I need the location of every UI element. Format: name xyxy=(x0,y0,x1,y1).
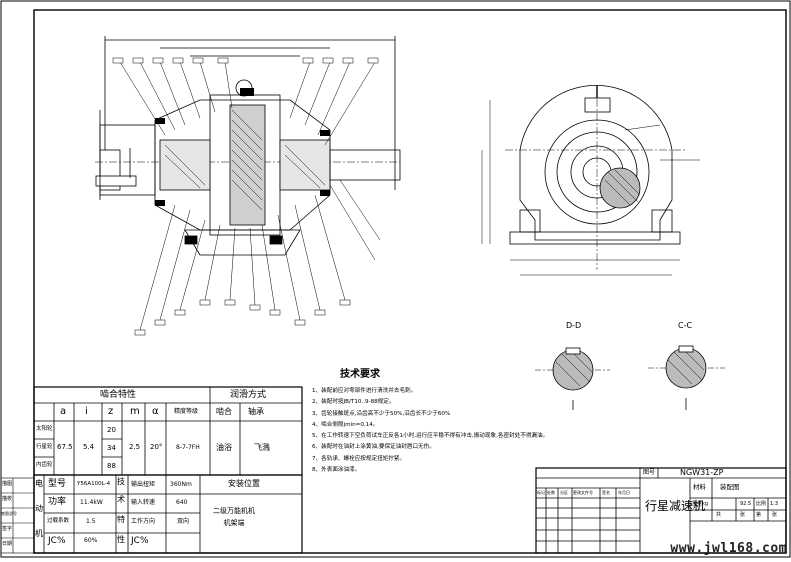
tech-req-item: 3、齿轮接触斑点,沿齿高不少于50%,沿齿长不少于60% xyxy=(312,410,451,417)
spec-jc: 60% xyxy=(84,537,98,544)
mesh-value-z-planet: 34 xyxy=(107,444,116,452)
spec-jc2-label: JC% xyxy=(131,536,149,546)
sheet-num-label: 第 xyxy=(756,512,762,518)
rev-col-doc: 更改文件号 xyxy=(573,490,593,495)
drawing-name: 行星减速机 xyxy=(645,499,706,513)
row-label-sun: 太阳轮 xyxy=(36,426,53,432)
mesh-header-z: z xyxy=(108,406,114,417)
tech-req-item: 6、装配时在油封上涂黄油,要保证油封唇口无伤。 xyxy=(312,444,435,451)
mesh-value-a: 67.5 xyxy=(57,443,73,451)
spec-power-label: 功率 xyxy=(48,497,67,507)
mesh-value-alpha: 20° xyxy=(150,443,163,451)
section-d-label: D-D xyxy=(566,321,582,330)
spec-over-label: 过载系数 xyxy=(47,518,70,524)
mesh-header-precision: 精度等级 xyxy=(174,408,199,415)
scale-ratio: 1:3 xyxy=(770,501,779,507)
scale-weight-label: 重量kg xyxy=(692,501,709,507)
rev-col-date: 年月日 xyxy=(618,490,630,495)
mesh-value-z-ring: 88 xyxy=(107,462,116,470)
tech-req-item: 8、外表面涂油漆。 xyxy=(312,467,361,474)
spec-tech-col-3: 性 xyxy=(117,535,125,544)
mesh-table-title: 啮合特性 xyxy=(100,390,137,400)
mesh-value-i: 5.4 xyxy=(83,443,95,451)
mesh-header-m: m xyxy=(130,406,140,417)
spec-jc-label: JC% xyxy=(48,536,66,546)
spec-install: 二级万能机机机架端 xyxy=(213,507,255,527)
drawing-no-label: 图号 xyxy=(643,469,656,476)
spec-in-speed-label: 输入转速 xyxy=(131,499,156,506)
tech-req-list: 1、装配前应对零部件进行清洗并去毛刺。 2、装配时按JB/T10..9-88规定… xyxy=(312,386,549,476)
spec-power: 11.4kW xyxy=(80,499,103,506)
mesh-header-alpha: α xyxy=(152,406,159,417)
mesh-header-i: i xyxy=(85,406,88,417)
spec-out-torque: 360Nm xyxy=(170,481,192,488)
lube-title: 润滑方式 xyxy=(230,390,267,400)
sheet-total-label: 共 xyxy=(716,512,722,518)
section-c-c xyxy=(648,345,725,410)
watermark: www.jwl168.com xyxy=(670,541,787,556)
stamp-4: 日期 xyxy=(2,541,13,547)
mesh-header-bearing: 轴承 xyxy=(248,407,264,416)
tech-req-item: 5、在工作转速下空负荷试车正反各1小时,运行应平稳不得有冲击,振动现象,各密封处… xyxy=(312,433,549,440)
section-c-label: C-C xyxy=(678,321,693,330)
sheet-inner-border xyxy=(33,9,787,554)
material-label: 材料 xyxy=(693,483,706,491)
stamp-1: 描校 xyxy=(2,496,13,502)
mesh-value-z-sun: 20 xyxy=(107,426,116,434)
stamp-0: 描图 xyxy=(2,481,13,487)
left-stamp-grid xyxy=(0,477,35,554)
tech-req-item: 1、装配前应对零部件进行清洗并去毛刺。 xyxy=(312,388,417,394)
mesh-header-a: a xyxy=(60,406,67,417)
spec-motor-col-2: 机 xyxy=(35,529,43,538)
spec-motor-model: Y56A100L-4 xyxy=(77,481,111,487)
section-view xyxy=(95,36,401,336)
spec-dir: 双向 xyxy=(177,518,190,525)
spec-table-grid xyxy=(33,474,303,554)
spec-motor-col-1: 动 xyxy=(35,504,43,513)
tech-req-item: 4、啮合侧隙jmin=0.14。 xyxy=(312,421,379,428)
spec-over: 1.5 xyxy=(86,518,96,525)
mesh-value-m: 2.5 xyxy=(129,443,141,451)
tech-req-item: 2、装配时按JB/T10..9-88规定。 xyxy=(312,399,395,406)
spec-out-torque-label: 输出扭矩 xyxy=(131,481,156,488)
tech-req-title: 技术要求 xyxy=(340,369,380,380)
bearing-value-lube: 飞溅 xyxy=(254,443,270,452)
title-block-grid xyxy=(535,467,787,554)
end-view xyxy=(481,84,700,276)
mesh-value-lube: 油浴 xyxy=(216,443,232,452)
spec-tech-col-0: 技 xyxy=(117,477,125,486)
sheet-num-unit: 张 xyxy=(772,512,778,518)
stamp-2: 底图总号 xyxy=(1,511,17,516)
row-label-ring: 内齿轮 xyxy=(36,462,53,468)
rev-col-sign: 签名 xyxy=(602,490,610,495)
mesh-value-precision: 8-7-7FH xyxy=(176,444,200,451)
tech-req-item: 7、各轨承、螺栓应按规定扭矩拧紧。 xyxy=(312,455,406,462)
sheet-total-unit: 张 xyxy=(740,512,746,518)
spec-install-label: 安装位置 xyxy=(228,479,260,488)
spec-in-speed: 640 xyxy=(176,499,188,506)
rev-col-mark: 标记 xyxy=(537,490,545,495)
section-d-d xyxy=(535,347,610,410)
scale-weight: 92.5 xyxy=(740,501,752,507)
row-label-planet: 行星轮 xyxy=(36,444,53,450)
mesh-table-grid xyxy=(33,386,303,476)
mesh-header-mesh: 啮合 xyxy=(216,407,232,416)
spec-dir-label: 工作方向 xyxy=(131,518,156,525)
drawing-no: NGW31-ZP xyxy=(680,468,724,477)
spec-tech-col-1: 术 xyxy=(117,495,125,504)
material-value: 装配图 xyxy=(720,483,740,491)
spec-motor-col-0: 电 xyxy=(35,479,43,488)
spec-motor-model-label: 型号 xyxy=(48,479,67,489)
rev-col-zone: 分区 xyxy=(560,490,568,495)
stamp-3: 签字 xyxy=(2,526,13,532)
rev-col-count: 处数 xyxy=(547,490,555,495)
spec-tech-col-2: 特 xyxy=(117,515,125,524)
scale-ratio-label: 比例 xyxy=(756,501,767,507)
